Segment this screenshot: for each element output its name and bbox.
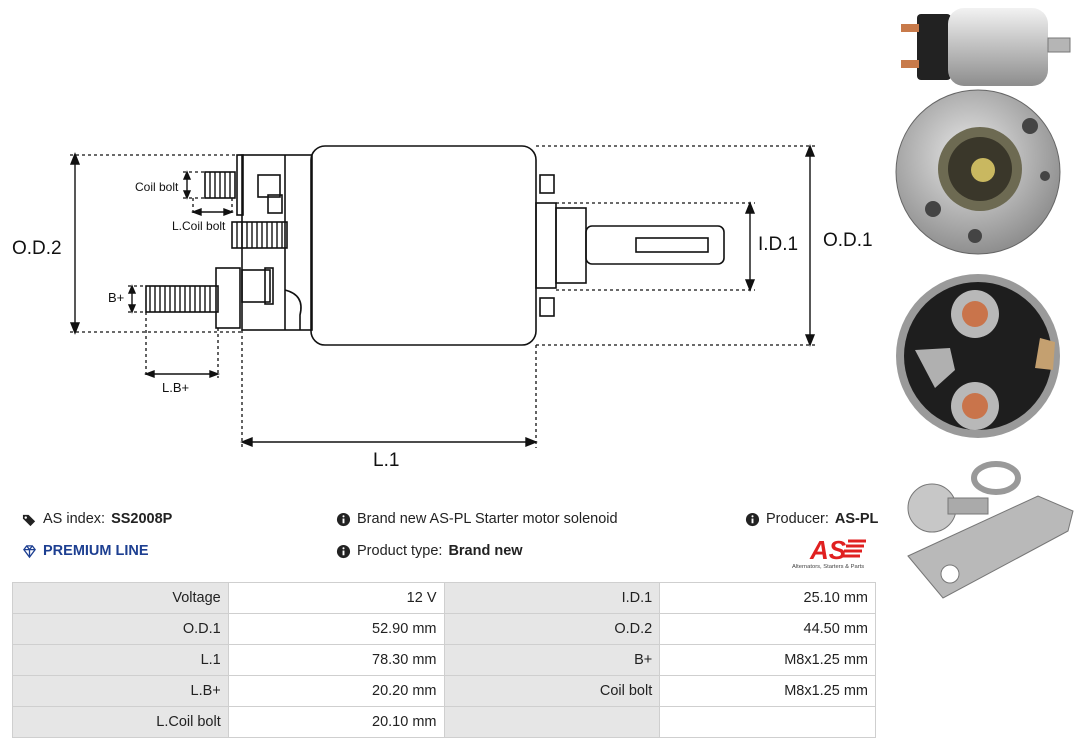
producer: Producer: AS-PL — [745, 511, 878, 527]
label-od2: O.D.2 — [12, 238, 62, 259]
info-icon — [336, 544, 351, 558]
as-pl-logo: AS Alternators, Starters & Parts — [792, 535, 866, 570]
spec-value: 25.10 mm — [659, 582, 876, 614]
spec-label: L.Coil bolt — [12, 706, 229, 738]
spec-label: B+ — [443, 644, 661, 676]
spec-value: 78.30 mm — [227, 644, 445, 676]
bplus-bolt — [145, 285, 219, 313]
label-l1: L.1 — [373, 450, 399, 471]
label-od1: O.D.1 — [823, 230, 873, 251]
spec-label: L.1 — [12, 644, 229, 676]
technical-drawing: O.D.2 O.D.1 I.D.1 L.1 L.B+ B+ Coil bolt … — [12, 144, 873, 471]
as-index-label: AS index: — [43, 511, 106, 527]
label-coil-bolt: Coil bolt — [135, 180, 179, 194]
description-text: Brand new AS-PL Starter motor solenoid — [357, 511, 618, 527]
product-type-value: Brand new — [448, 543, 523, 559]
label-lb: L.B+ — [162, 380, 189, 395]
spec-value: M8x1.25 mm — [659, 675, 876, 707]
as-index: AS index: SS2008P — [22, 511, 172, 527]
spec-label: Voltage — [12, 582, 229, 614]
logo-mark: AS — [809, 535, 847, 565]
spec-value: 12 V — [227, 582, 445, 614]
description: Brand new AS-PL Starter motor solenoid — [336, 511, 618, 527]
label-id1: I.D.1 — [758, 234, 798, 255]
spec-value: 20.20 mm — [227, 675, 445, 707]
label-bplus: B+ — [108, 290, 124, 305]
premium-line-label: PREMIUM LINE — [43, 543, 149, 559]
label-l-coil-bolt: L.Coil bolt — [172, 219, 226, 233]
diamond-icon — [23, 544, 36, 558]
product-type: Product type: Brand new — [336, 543, 523, 559]
plunger — [585, 225, 725, 265]
solenoid-side-photo — [901, 8, 1071, 86]
producer-value: AS-PL — [834, 511, 879, 527]
spec-value: 20.10 mm — [227, 706, 445, 738]
info-icon — [745, 512, 760, 526]
logo-tagline: Alternators, Starters & Parts — [792, 564, 864, 570]
solenoid-terminal-photo — [896, 274, 1060, 438]
hardware-kit-photo — [907, 461, 1074, 599]
product-type-label: Product type: — [357, 543, 443, 559]
as-index-value: SS2008P — [111, 511, 173, 527]
spec-value: M8x1.25 mm — [659, 644, 876, 676]
tags-icon — [22, 514, 36, 526]
spec-label: L.B+ — [12, 675, 229, 707]
solenoid-end-photo — [895, 89, 1061, 255]
spec-label — [443, 706, 661, 738]
spec-value: 52.90 mm — [227, 613, 445, 645]
spec-label: Coil bolt — [443, 675, 661, 707]
info-icon — [336, 512, 351, 526]
spec-label: O.D.2 — [443, 613, 661, 645]
premium-line: PREMIUM LINE — [22, 543, 149, 559]
producer-label: Producer: — [766, 511, 829, 527]
spec-label: I.D.1 — [443, 582, 661, 614]
spec-value: 44.50 mm — [659, 613, 876, 645]
spec-value — [659, 706, 876, 738]
spec-label: O.D.1 — [12, 613, 229, 645]
solenoid-body — [310, 145, 537, 346]
